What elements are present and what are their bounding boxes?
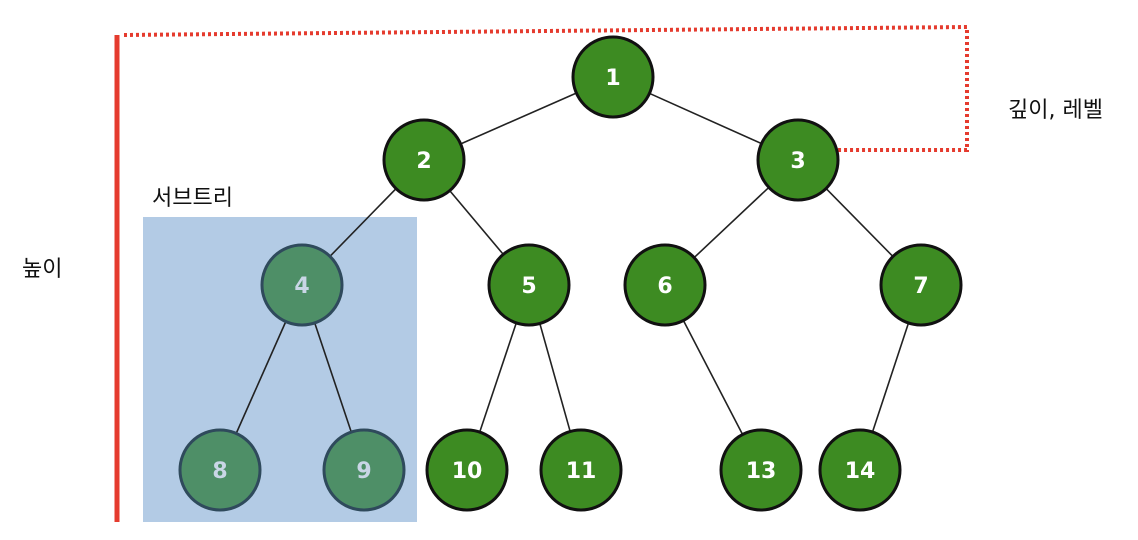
tree-nodes: 1 2 3 4 5 6 7 8 9 10 11 13 14 (178, 35, 963, 512)
tree-node-5: 5 (487, 243, 571, 327)
tree-edge-4-9 (313, 320, 353, 435)
tree-node-label-4: 4 (294, 274, 309, 299)
depth-level-label: 깊이, 레벨 (1008, 98, 1103, 123)
tree-node-4: 4 (260, 243, 344, 327)
tree-node-label-3: 3 (790, 149, 805, 174)
tree-node-label-6: 6 (657, 274, 672, 299)
tree-node-13: 13 (719, 428, 803, 512)
tree-node-10: 10 (425, 428, 509, 512)
tree-node-circle-5 (487, 243, 571, 327)
depth-level-marker (123, 24, 969, 152)
tree-node-label-1: 1 (605, 66, 620, 91)
tree-node-8: 8 (178, 428, 262, 512)
tree-node-circle-2 (382, 118, 466, 202)
tree-node-11: 11 (539, 428, 623, 512)
tree-node-label-9: 9 (356, 459, 371, 484)
tree-edge-6-13 (681, 318, 745, 437)
tree-node-circle-6 (623, 243, 707, 327)
tree-edge-2-5 (447, 188, 506, 257)
tree-node-circle-9 (322, 428, 406, 512)
tree-node-2: 2 (382, 118, 466, 202)
tree-node-circle-13 (719, 428, 803, 512)
tree-node-label-14: 14 (845, 459, 876, 484)
tree-edge-5-10 (478, 320, 518, 435)
tree-edges (234, 91, 910, 437)
subtree-label: 서브트리 (152, 186, 233, 211)
tree-node-circle-3 (756, 118, 840, 202)
tree-node-circle-1 (571, 35, 655, 119)
tree-node-1: 1 (571, 35, 655, 119)
tree-edge-4-8 (234, 319, 288, 436)
tree-node-9: 9 (322, 428, 406, 512)
tree-edge-2-4 (327, 186, 399, 259)
tree-node-circle-11 (539, 428, 623, 512)
tree-node-label-7: 7 (913, 274, 928, 299)
tree-node-label-11: 11 (566, 459, 597, 484)
height-label: 높이 (22, 257, 62, 282)
tree-edge-1-3 (647, 91, 764, 146)
tree-node-label-10: 10 (452, 459, 483, 484)
tree-node-label-2: 2 (416, 149, 431, 174)
tree-node-14: 14 (818, 428, 902, 512)
tree-node-7: 7 (879, 243, 963, 327)
tree-node-label-13: 13 (746, 459, 777, 484)
tree-node-label-8: 8 (212, 459, 227, 484)
tree-node-circle-7 (879, 243, 963, 327)
tree-node-circle-14 (818, 428, 902, 512)
tree-edge-3-7 (824, 186, 895, 259)
tree-edge-7-14 (871, 320, 910, 435)
tree-node-label-5: 5 (521, 274, 536, 299)
tree-node-3: 3 (756, 118, 840, 202)
tree-edge-1-2 (458, 91, 579, 146)
tree-node-circle-10 (425, 428, 509, 512)
tree-node-circle-4 (260, 243, 344, 327)
tree-edge-5-11 (538, 321, 572, 434)
tree-edge-3-6 (692, 185, 771, 260)
tree-node-6: 6 (623, 243, 707, 327)
tree-node-circle-8 (178, 428, 262, 512)
